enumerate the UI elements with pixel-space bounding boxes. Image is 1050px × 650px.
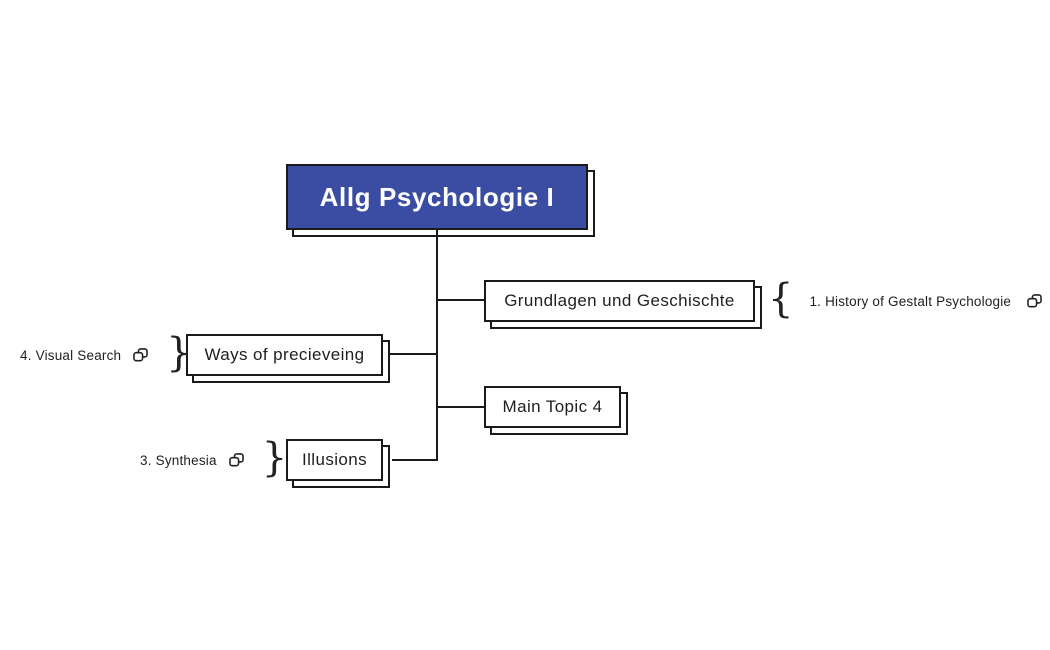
attachment-synthesia[interactable]: 3. Synthesia }: [140, 435, 288, 481]
topic-node-grundlagen[interactable]: Grundlagen und Geschischte: [484, 280, 755, 322]
root-node-label: Allg Psychologie I: [319, 181, 555, 212]
topic-node-label: Grundlagen und Geschischte: [504, 291, 735, 310]
attachment-label: 1. History of Gestalt Psychologie: [809, 293, 1012, 309]
topic-node-illusions[interactable]: Illusions: [286, 439, 383, 481]
topic-node-label: Ways of precieveing: [204, 345, 365, 364]
copy-icon[interactable]: [133, 348, 149, 362]
topic-node-label: Main Topic 4: [502, 397, 603, 416]
attachment-visual-search[interactable]: 4. Visual Search }: [20, 330, 192, 376]
attachment-history-gestalt[interactable]: { 1. History of Gestalt Psychologie: [768, 276, 1042, 322]
topic-node-ways[interactable]: Ways of precieveing: [186, 334, 383, 376]
brace-close: }: [166, 330, 192, 376]
copy-icon[interactable]: [1027, 294, 1042, 308]
connector-branch-main-topic-4: [437, 406, 485, 408]
brace-open: {: [768, 276, 794, 322]
topic-node-label: Illusions: [301, 450, 368, 469]
topic-node-main-topic-4[interactable]: Main Topic 4: [484, 386, 621, 428]
connector-branch-grundlagen: [437, 299, 485, 301]
attachment-label: 3. Synthesia: [140, 452, 217, 468]
brace-close: }: [261, 435, 288, 481]
root-node-allg-psychologie[interactable]: Allg Psychologie I: [286, 164, 588, 230]
attachment-label: 4. Visual Search: [20, 347, 122, 363]
copy-icon[interactable]: [228, 453, 244, 467]
connector-trunk: [436, 229, 438, 461]
connector-branch-illusions: [392, 459, 437, 461]
connector-branch-ways: [390, 353, 437, 355]
